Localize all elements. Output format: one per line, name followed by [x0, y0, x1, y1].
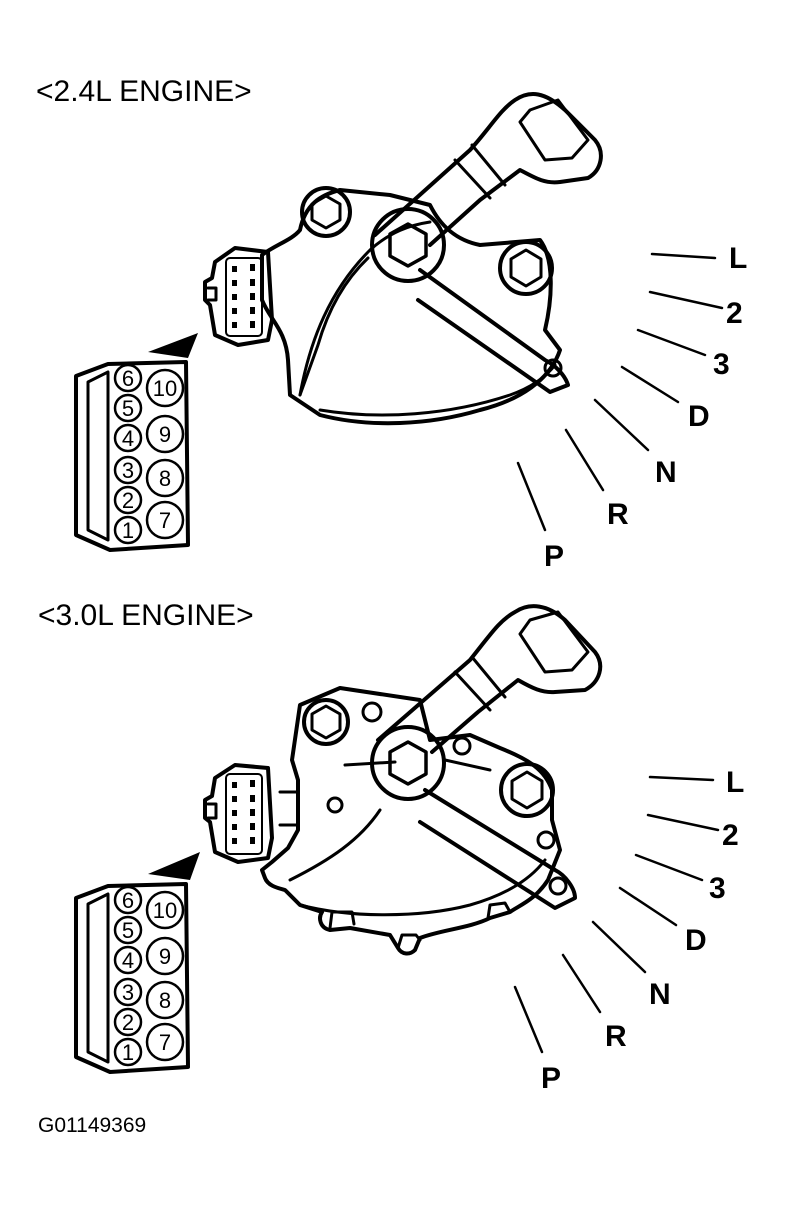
pin-label: 3 — [122, 458, 134, 483]
figure-code: G01149369 — [38, 1114, 146, 1137]
position-label: 2 — [722, 819, 739, 852]
position-label: L — [729, 242, 747, 275]
pin-label: 10 — [153, 898, 177, 923]
control-lever — [370, 92, 603, 394]
pin-label: 1 — [122, 518, 134, 543]
control-lever — [370, 604, 603, 910]
switch-connector — [203, 246, 274, 347]
bolt-upper-left — [300, 186, 352, 238]
position-label: 2 — [726, 297, 743, 330]
position-label: N — [649, 978, 671, 1011]
pin-label: 5 — [122, 396, 134, 421]
bolt-right — [499, 762, 555, 818]
pin-label: 7 — [159, 1030, 171, 1055]
pin-label: 10 — [153, 376, 177, 401]
panel-title: <3.0L ENGINE> — [38, 599, 254, 632]
pin-label: 3 — [122, 980, 134, 1005]
position-label: D — [688, 400, 710, 433]
position-label: P — [541, 1062, 561, 1095]
bolt-upper-left — [302, 698, 350, 746]
pin-label: 7 — [159, 508, 171, 533]
callout-arrow — [148, 333, 198, 358]
connector-pins: 6 5 4 3 2 1 10 9 8 7 — [113, 363, 185, 545]
position-label: N — [655, 456, 677, 489]
switch-body — [260, 686, 562, 956]
position-label: 3 — [709, 872, 726, 905]
pin-label: 9 — [159, 944, 171, 969]
connector-face: 6 5 4 3 2 1 10 9 8 7 — [74, 882, 190, 1074]
pin-label: 4 — [122, 426, 134, 451]
position-label: R — [607, 498, 629, 531]
pin-label: 6 — [122, 888, 134, 913]
position-label: R — [605, 1020, 627, 1053]
position-label: D — [685, 924, 707, 957]
connector-pins: 6 5 4 3 2 1 10 9 8 7 — [113, 885, 185, 1067]
pin-label: 1 — [122, 1040, 134, 1065]
position-label: L — [726, 766, 744, 799]
pin-label: 9 — [159, 422, 171, 447]
switch-body — [260, 186, 562, 426]
pin-label: 2 — [122, 1010, 134, 1035]
pin-label: 8 — [159, 466, 171, 491]
position-labels: L 2 3 D N R P — [513, 766, 744, 1095]
switch-connector — [203, 763, 274, 864]
callout-arrow — [148, 852, 200, 880]
panel-3-0l: <3.0L ENGINE> — [38, 599, 744, 1095]
pin-label: 6 — [122, 366, 134, 391]
panel-title: <2.4L ENGINE> — [36, 75, 252, 108]
position-label: 3 — [713, 348, 730, 381]
bolt-right — [498, 240, 554, 296]
connector-face: 6 5 4 3 2 1 10 9 8 7 — [74, 360, 190, 552]
position-label: P — [544, 540, 564, 573]
pin-label: 8 — [159, 988, 171, 1013]
pin-label: 2 — [122, 488, 134, 513]
pin-label: 4 — [122, 948, 134, 973]
pin-label: 5 — [122, 918, 134, 943]
panel-2-4l: <2.4L ENGINE> — [36, 75, 747, 573]
position-labels: L 2 3 D N R P — [516, 242, 747, 573]
